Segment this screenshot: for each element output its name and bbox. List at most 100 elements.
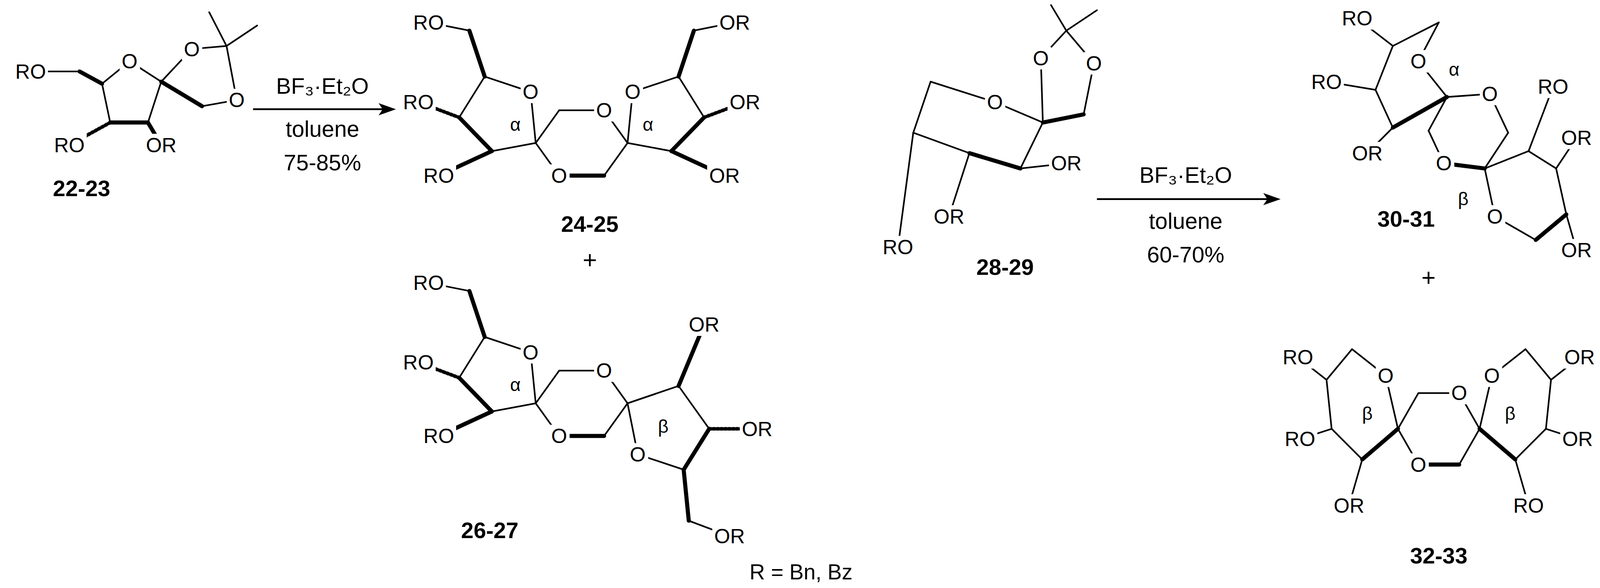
- compound-number: 26-27: [459, 518, 521, 543]
- atom-label: O: [226, 88, 247, 112]
- atom-label: O: [1408, 49, 1429, 73]
- reagent-text: 75-85%: [281, 150, 364, 176]
- bond: [147, 81, 162, 123]
- bond: [1042, 114, 1084, 123]
- bond: [1479, 428, 1516, 460]
- bond: [1326, 349, 1352, 380]
- bond: [1375, 89, 1393, 128]
- bond: [969, 153, 1021, 169]
- bond: [469, 30, 485, 77]
- atom-label: O: [984, 90, 1005, 114]
- bond: [1459, 428, 1480, 465]
- atom-label: RO: [401, 351, 436, 374]
- compound-number: 32-33: [1407, 543, 1470, 569]
- bond: [1528, 150, 1557, 169]
- bond: [79, 71, 102, 84]
- anomer-label: α: [640, 114, 656, 135]
- bond: [491, 142, 536, 151]
- anomer-label: β: [655, 416, 671, 437]
- atom-label: OR: [1349, 141, 1385, 165]
- atom-label: OR: [1048, 152, 1084, 175]
- bond: [469, 291, 485, 338]
- bond: [1397, 392, 1419, 429]
- atom-label: O: [622, 80, 643, 104]
- atom-label: O: [1030, 46, 1051, 70]
- reaction-arrow: [1097, 198, 1273, 200]
- bond: [1484, 150, 1529, 169]
- atom-label: RO: [880, 235, 916, 258]
- atom-label: O: [1408, 453, 1429, 476]
- arrow-head: [378, 103, 396, 116]
- bond: [678, 385, 710, 429]
- atom-label: OR: [1331, 493, 1367, 517]
- bond: [1392, 22, 1439, 46]
- reaction-arrow: [253, 108, 388, 111]
- atom-label: RO: [411, 271, 447, 294]
- atom-label: O: [1083, 52, 1104, 75]
- bond: [898, 132, 914, 248]
- atom-label: O: [1479, 82, 1500, 105]
- bond: [678, 76, 705, 118]
- atom-label: RO: [1308, 70, 1344, 93]
- bond: [1515, 428, 1546, 460]
- atom-label: OR: [1560, 427, 1595, 451]
- anomer-label: β: [1502, 403, 1518, 424]
- bond: [1326, 379, 1332, 429]
- arrow-head: [1263, 193, 1281, 206]
- bond: [627, 385, 679, 403]
- bond: [671, 117, 705, 151]
- atom-label: O: [594, 98, 614, 122]
- bond: [459, 76, 485, 118]
- atom-label: RO: [1282, 427, 1318, 451]
- bond: [913, 81, 931, 133]
- bond: [209, 12, 227, 46]
- bond: [1428, 97, 1447, 131]
- atom-label: O: [1484, 205, 1505, 228]
- bond: [161, 81, 203, 107]
- anomer-label: α: [508, 114, 523, 135]
- bond: [491, 403, 536, 412]
- bond: [627, 142, 672, 151]
- atom-label: RO: [13, 60, 49, 83]
- atom-label: RO: [1280, 346, 1316, 369]
- atom-label: RO: [52, 133, 87, 157]
- bond: [1331, 428, 1363, 460]
- reagent-text: BF₃·Et₂O: [1137, 163, 1235, 188]
- anomer-label: α: [508, 374, 523, 395]
- atom-label: O: [594, 359, 614, 382]
- atom-label: O: [1375, 364, 1396, 387]
- anomer-label: α: [1446, 59, 1462, 80]
- bond: [459, 117, 492, 151]
- atom-label: O: [181, 37, 202, 61]
- atom-label: OR: [727, 90, 763, 114]
- atom-label: OR: [686, 313, 722, 336]
- anomer-label: β: [1455, 188, 1471, 209]
- bond: [603, 142, 628, 176]
- atom-label: OR: [931, 205, 967, 228]
- compound-number: 24-25: [558, 212, 621, 237]
- bond: [678, 30, 695, 77]
- atom-label: O: [1449, 381, 1469, 405]
- atom-label: O: [549, 424, 570, 447]
- bond: [1535, 214, 1567, 240]
- atom-label: RO: [1535, 75, 1571, 99]
- bond: [1545, 379, 1551, 429]
- atom-label: OR: [739, 417, 775, 440]
- bond: [1556, 168, 1567, 215]
- atom-label: OR: [1562, 346, 1597, 369]
- atom-label: O: [520, 340, 541, 364]
- atom-label: OR: [1559, 126, 1594, 149]
- plus-sign: +: [1419, 264, 1438, 292]
- bond: [1066, 10, 1098, 31]
- bond: [683, 469, 689, 521]
- bond: [459, 336, 485, 378]
- atom-label: O: [520, 80, 541, 104]
- reagent-text: toluene: [283, 117, 362, 142]
- atom-label: RO: [401, 90, 436, 114]
- bond: [913, 132, 970, 154]
- atom-label: O: [119, 49, 140, 73]
- bond: [1051, 5, 1067, 31]
- bond: [226, 25, 258, 46]
- atom-label: OR: [144, 133, 179, 157]
- bond: [459, 377, 492, 411]
